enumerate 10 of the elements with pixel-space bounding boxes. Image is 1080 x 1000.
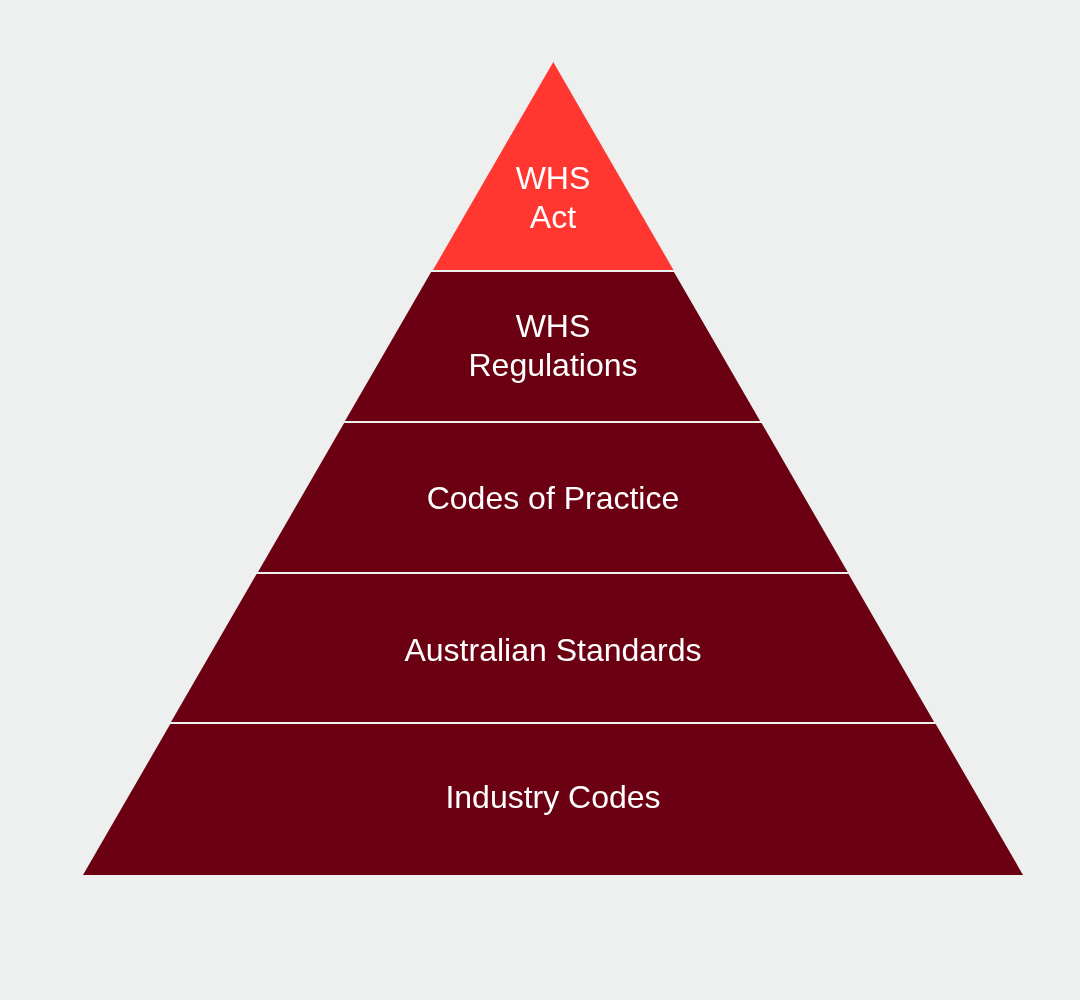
pyramid-tier [258,423,848,572]
pyramid-tier [171,574,935,722]
tier-label: WHS Regulations [467,307,639,385]
tier-label: Australian Standards [403,630,703,670]
pyramid-tier [83,724,1023,875]
tier-label: WHS Act [514,159,592,237]
pyramid-tier [432,62,674,270]
tier-label: Industry Codes [444,777,662,817]
pyramid-tier [345,272,761,421]
tier-label: Codes of Practice [425,478,681,518]
